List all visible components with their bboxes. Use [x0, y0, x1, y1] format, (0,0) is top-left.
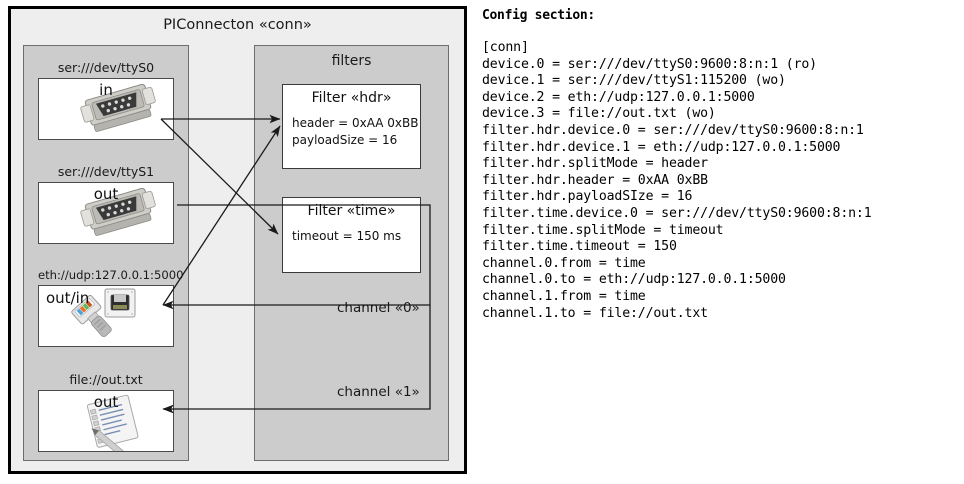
filters-panel-title: filters	[331, 53, 372, 69]
connector-diagram: PIConnecton «conn» ser:///dev/ttyS0 in	[8, 6, 467, 474]
device-label: ser:///dev/ttyS0	[57, 60, 155, 75]
serial-port-icon	[80, 83, 156, 132]
device-node-file[interactable]: file://out.txt out	[38, 372, 174, 452]
device-label: eth://udp:127.0.0.1:5000	[38, 268, 184, 282]
filter-box-time[interactable]: Filter «time» timeout = 150 ms	[282, 197, 421, 273]
device-card[interactable]: out/in	[38, 285, 174, 347]
device-io-direction: in	[99, 81, 113, 99]
device-label: ser:///dev/ttyS1	[57, 164, 155, 179]
channel-label-1: channel «1»	[337, 384, 420, 400]
device-node-eth[interactable]: eth://udp:127.0.0.1:5000 out/in	[38, 268, 184, 347]
filter-title: Filter «hdr»	[311, 90, 392, 106]
device-io-direction: out	[93, 393, 119, 411]
device-card[interactable]: in	[38, 78, 174, 140]
page-title: PIConnecton «conn»	[163, 17, 312, 33]
device-io-direction: out/in	[46, 289, 90, 307]
text-file-icon	[86, 394, 139, 451]
filter-property: payloadSize = 16	[292, 133, 398, 148]
device-card[interactable]: out	[38, 390, 174, 452]
filter-property: timeout = 150 ms	[292, 229, 402, 243]
filter-title: Filter «time»	[307, 203, 396, 219]
filter-property: header = 0xAA 0xBB	[292, 116, 419, 130]
config-heading: Config section:	[482, 8, 595, 23]
config-section: Config section: [conn] device.0 = ser://…	[482, 8, 952, 322]
filter-box-hdr[interactable]: Filter «hdr» header = 0xAA 0xBB payloadS…	[282, 84, 421, 169]
device-node-ttys0[interactable]: ser:///dev/ttyS0 in	[38, 60, 174, 140]
devices-panel: ser:///dev/ttyS0 in	[23, 45, 189, 461]
ethernet-plug-icon	[71, 288, 136, 337]
device-node-ttys1[interactable]: ser:///dev/ttyS1 out	[38, 164, 174, 244]
config-text: [conn] device.0 = ser:///dev/ttyS0:9600:…	[482, 40, 872, 321]
device-io-direction: out	[93, 185, 119, 203]
device-label: file://out.txt	[69, 372, 143, 387]
channel-label-0: channel «0»	[337, 300, 420, 316]
serial-port-icon	[80, 187, 156, 236]
device-card[interactable]: out	[38, 182, 174, 244]
